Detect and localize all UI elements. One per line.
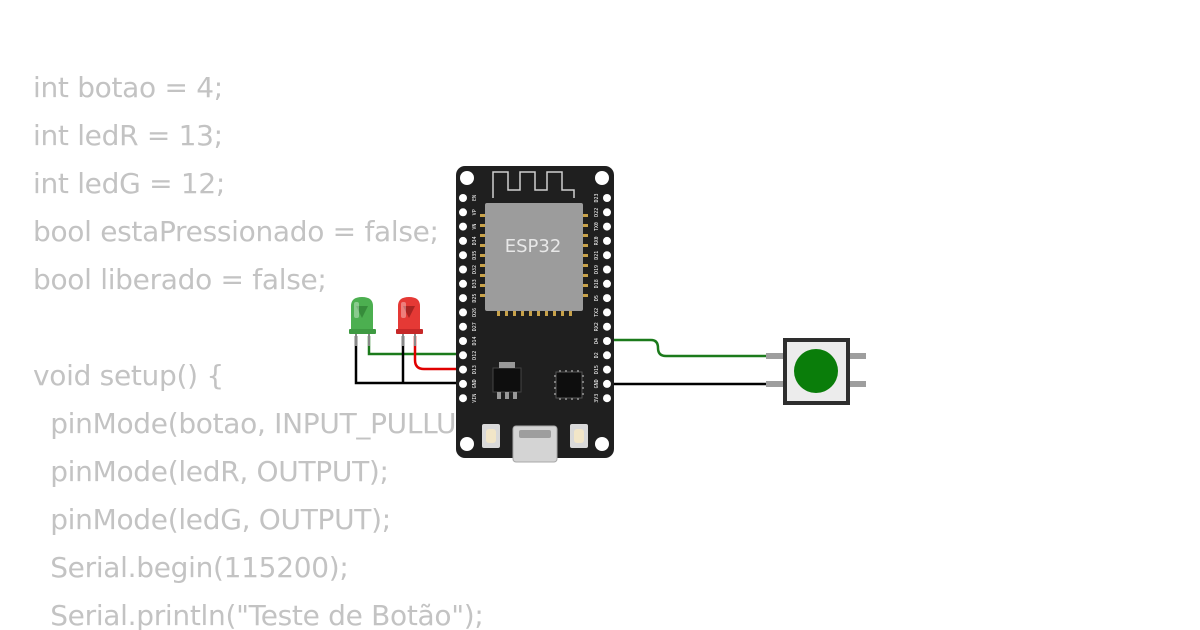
pin-label: VIN xyxy=(472,394,478,403)
code-line: bool estaPressionado = false; xyxy=(33,215,439,248)
right-pin-rx2[interactable]: RX2 xyxy=(594,322,611,331)
pin-label: D23 xyxy=(594,193,600,202)
esp32-board[interactable]: ESP32 ENVPVND34D35D32D33D25D26D27D14D12D… xyxy=(456,166,614,463)
right-pin-d21[interactable]: D21 xyxy=(594,251,611,260)
antenna-icon xyxy=(492,171,575,198)
boot-button[interactable] xyxy=(570,424,588,448)
pin-label: TX0 xyxy=(594,222,600,231)
pin-label: D18 xyxy=(594,279,600,288)
right-pin-d5[interactable]: D5 xyxy=(594,294,611,303)
right-pin-gnd[interactable]: GND xyxy=(594,379,611,388)
code-line: int ledG = 12; xyxy=(33,167,226,200)
pin-label: EN xyxy=(472,195,478,201)
left-pin-d33[interactable]: D33 xyxy=(459,279,478,288)
button-cap[interactable] xyxy=(794,349,838,393)
black-wire-led-green[interactable] xyxy=(354,336,464,385)
right-pin-d18[interactable]: D18 xyxy=(594,279,611,288)
micro-usb-port xyxy=(512,425,558,463)
pin-label: VN xyxy=(472,224,478,230)
left-pin-d12[interactable]: D12 xyxy=(459,351,478,360)
left-pin-d26[interactable]: D26 xyxy=(459,308,478,317)
code-line: pinMode(ledR, OUTPUT); xyxy=(33,455,389,488)
green-led[interactable] xyxy=(349,297,376,346)
red-led[interactable] xyxy=(396,297,423,346)
left-pin-d25[interactable]: D25 xyxy=(459,294,478,303)
pin-label: D32 xyxy=(472,265,478,274)
pin-label: D13 xyxy=(472,365,478,374)
usb-serial-chip xyxy=(555,371,583,399)
pin-label: D27 xyxy=(472,322,478,331)
esp32-module xyxy=(485,203,583,311)
code-line: void setup() { xyxy=(33,359,224,392)
left-pin-vn[interactable]: VN xyxy=(459,222,478,231)
code-line: Serial.begin(115200); xyxy=(33,551,349,584)
code-line: Serial.println("Teste de Botão"); xyxy=(33,599,484,630)
pin-label: D12 xyxy=(472,351,478,360)
pin-label: D22 xyxy=(594,208,600,217)
pin-label: D19 xyxy=(594,265,600,274)
left-pin-d35[interactable]: D35 xyxy=(459,251,478,260)
pin-label: D4 xyxy=(594,338,600,344)
pin-label: D2 xyxy=(594,352,600,358)
left-pin-d32[interactable]: D32 xyxy=(459,265,478,274)
code-line: pinMode(ledG, OUTPUT); xyxy=(33,503,391,536)
pin-label: RX0 xyxy=(594,236,600,245)
right-pin-d23[interactable]: D23 xyxy=(594,193,611,203)
pin-label: D34 xyxy=(472,236,478,245)
pin-label: TX2 xyxy=(594,308,600,317)
green-wire-button[interactable] xyxy=(606,338,790,358)
left-pin-gnd[interactable]: GND xyxy=(459,379,478,388)
left-pin-d14[interactable]: D14 xyxy=(459,336,478,346)
right-pin-3v3[interactable]: 3V3 xyxy=(594,394,611,403)
en-button[interactable] xyxy=(482,424,500,448)
code-line: int ledR = 13; xyxy=(33,119,223,152)
green-wire-led[interactable] xyxy=(367,336,464,356)
right-pin-d15[interactable]: D15 xyxy=(594,365,611,374)
voltage-regulator xyxy=(492,367,522,393)
chip-label: ESP32 xyxy=(505,236,562,257)
right-pin-tx2[interactable]: TX2 xyxy=(594,308,611,317)
code-line: int botao = 4; xyxy=(33,71,223,104)
right-pin-d22[interactable]: D22 xyxy=(594,208,611,217)
right-pin-d19[interactable]: D19 xyxy=(594,265,611,274)
pin-label: D15 xyxy=(594,365,600,374)
pin-label: VP xyxy=(472,209,478,215)
right-pin-tx0[interactable]: TX0 xyxy=(594,222,611,231)
left-pin-d34[interactable]: D34 xyxy=(459,236,478,245)
left-pin-d13[interactable]: D13 xyxy=(459,365,478,374)
pin-label: D35 xyxy=(472,251,478,260)
pin-label: D33 xyxy=(472,279,478,288)
red-wire-led[interactable] xyxy=(413,336,464,371)
code-line: bool liberado = false; xyxy=(33,263,327,296)
pin-label: RX2 xyxy=(594,322,600,331)
wires xyxy=(354,336,790,386)
right-pin-d4[interactable]: D4 xyxy=(594,337,611,345)
pin-label: D21 xyxy=(594,251,600,260)
pin-label: D5 xyxy=(594,295,600,301)
pin-label: 3V3 xyxy=(594,394,600,403)
pushbutton[interactable] xyxy=(766,338,866,405)
left-pin-en[interactable]: EN xyxy=(459,194,478,202)
pin-label: GND xyxy=(472,379,478,388)
left-pin-vin[interactable]: VIN xyxy=(459,394,478,403)
pin-label: GND xyxy=(594,379,600,388)
right-pin-d2[interactable]: D2 xyxy=(594,351,611,360)
left-pin-vp[interactable]: VP xyxy=(459,208,478,217)
right-pin-rx0[interactable]: RX0 xyxy=(594,236,611,245)
pin-label: D26 xyxy=(472,308,478,317)
pin-label: D25 xyxy=(472,294,478,303)
left-pin-d27[interactable]: D27 xyxy=(459,322,478,331)
pin-label: D14 xyxy=(472,336,478,345)
